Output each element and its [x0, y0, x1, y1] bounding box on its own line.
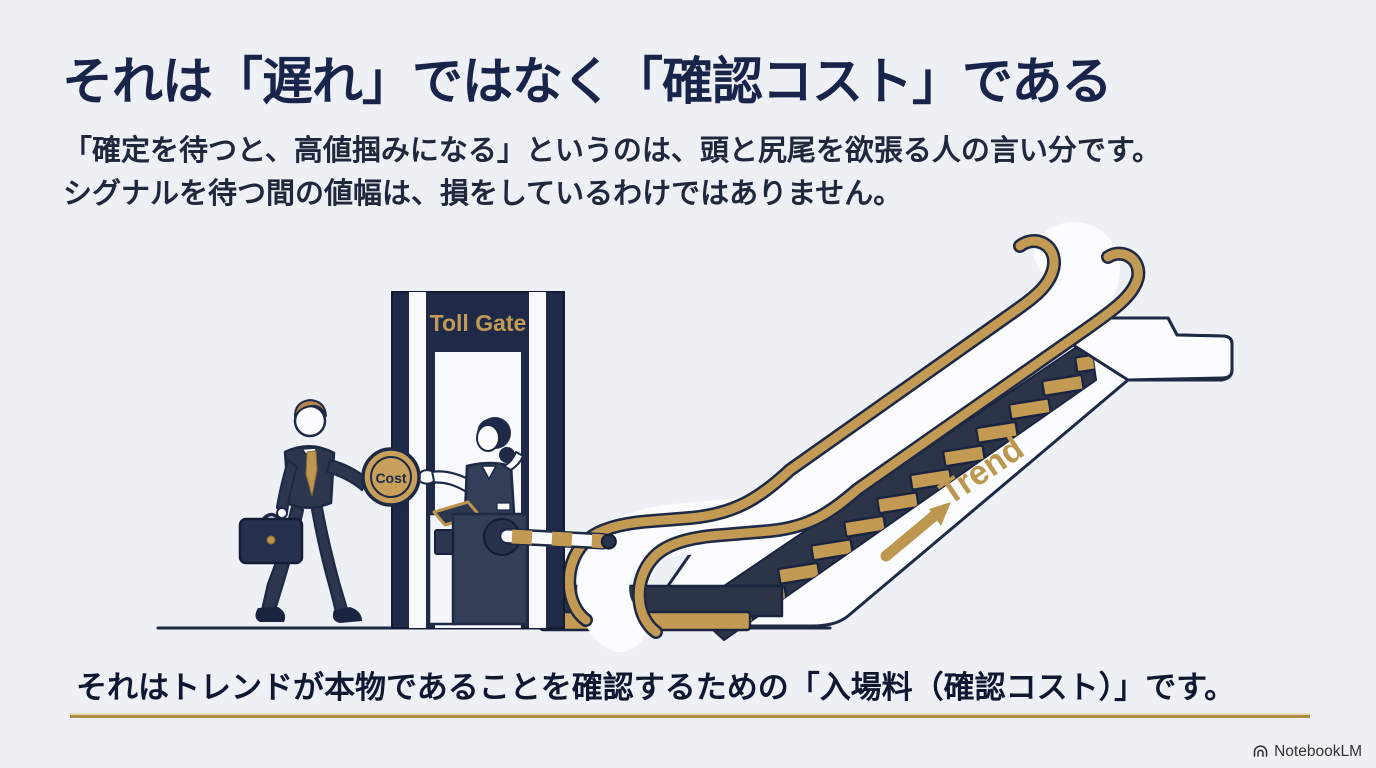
- businessman-right-arm: [325, 458, 369, 492]
- gold-underline: [70, 713, 1310, 718]
- briefcase-clasp: [266, 535, 276, 545]
- page-title: それは「遅れ」ではなく「確認コスト」である: [62, 53, 1112, 110]
- escalator-platform: [1054, 316, 1234, 382]
- turnstile: [427, 500, 617, 626]
- attendant-shirt: [481, 465, 497, 480]
- businessman-hair: [293, 399, 327, 419]
- escalator: Trend: [538, 222, 1234, 652]
- businessman-tie: [305, 450, 318, 497]
- attendant-hair-front: [476, 418, 508, 437]
- subtitle-line-1: 「確定を待つと、高値掴みになる」というのは、頭と尻尾を欲張る人の言い分です。: [63, 135, 1161, 167]
- near-handrail: [632, 246, 1146, 639]
- far-handrail: [562, 234, 1061, 627]
- attendant-hand: [417, 469, 435, 485]
- businessman-back-shoe: [332, 607, 362, 623]
- businessman-front-shoe: [255, 607, 286, 622]
- balustrade-panel: [577, 222, 1120, 652]
- attendant-badge: [496, 502, 511, 511]
- subtitle: 「確定を待つと、高値掴みになる」というのは、頭と尻尾を欲張る人の言い分です。 シ…: [63, 130, 1161, 215]
- turnstile-display: [434, 529, 454, 555]
- attendant-right-hand: [503, 451, 524, 471]
- toll-gate-stripe-right: [529, 292, 546, 628]
- notebooklm-icon: [1253, 744, 1268, 757]
- attendant-face: [476, 424, 500, 452]
- subtitle-line-2: シグナルを待つ間の値幅は、損をしているわけではありません。: [63, 177, 903, 210]
- businessman-left-hand: [276, 507, 288, 519]
- businessman-back-leg: [309, 502, 349, 614]
- brand-footer: NotebookLM: [1252, 743, 1362, 761]
- coin-label: Cost: [375, 470, 406, 486]
- trend-arrow: [880, 502, 951, 562]
- barrier-arm: [498, 528, 617, 550]
- cost-coin: Cost: [361, 447, 421, 507]
- toll-gate-sign: Toll Gate: [430, 310, 527, 336]
- brand-label: NotebookLM: [1274, 743, 1362, 760]
- conclusion-text: それはトレンドが本物であることを確認するための「入場料（確認コスト）」です。: [76, 670, 1236, 705]
- businessman: [238, 399, 375, 623]
- toll-gate-stripe-left: [409, 292, 426, 628]
